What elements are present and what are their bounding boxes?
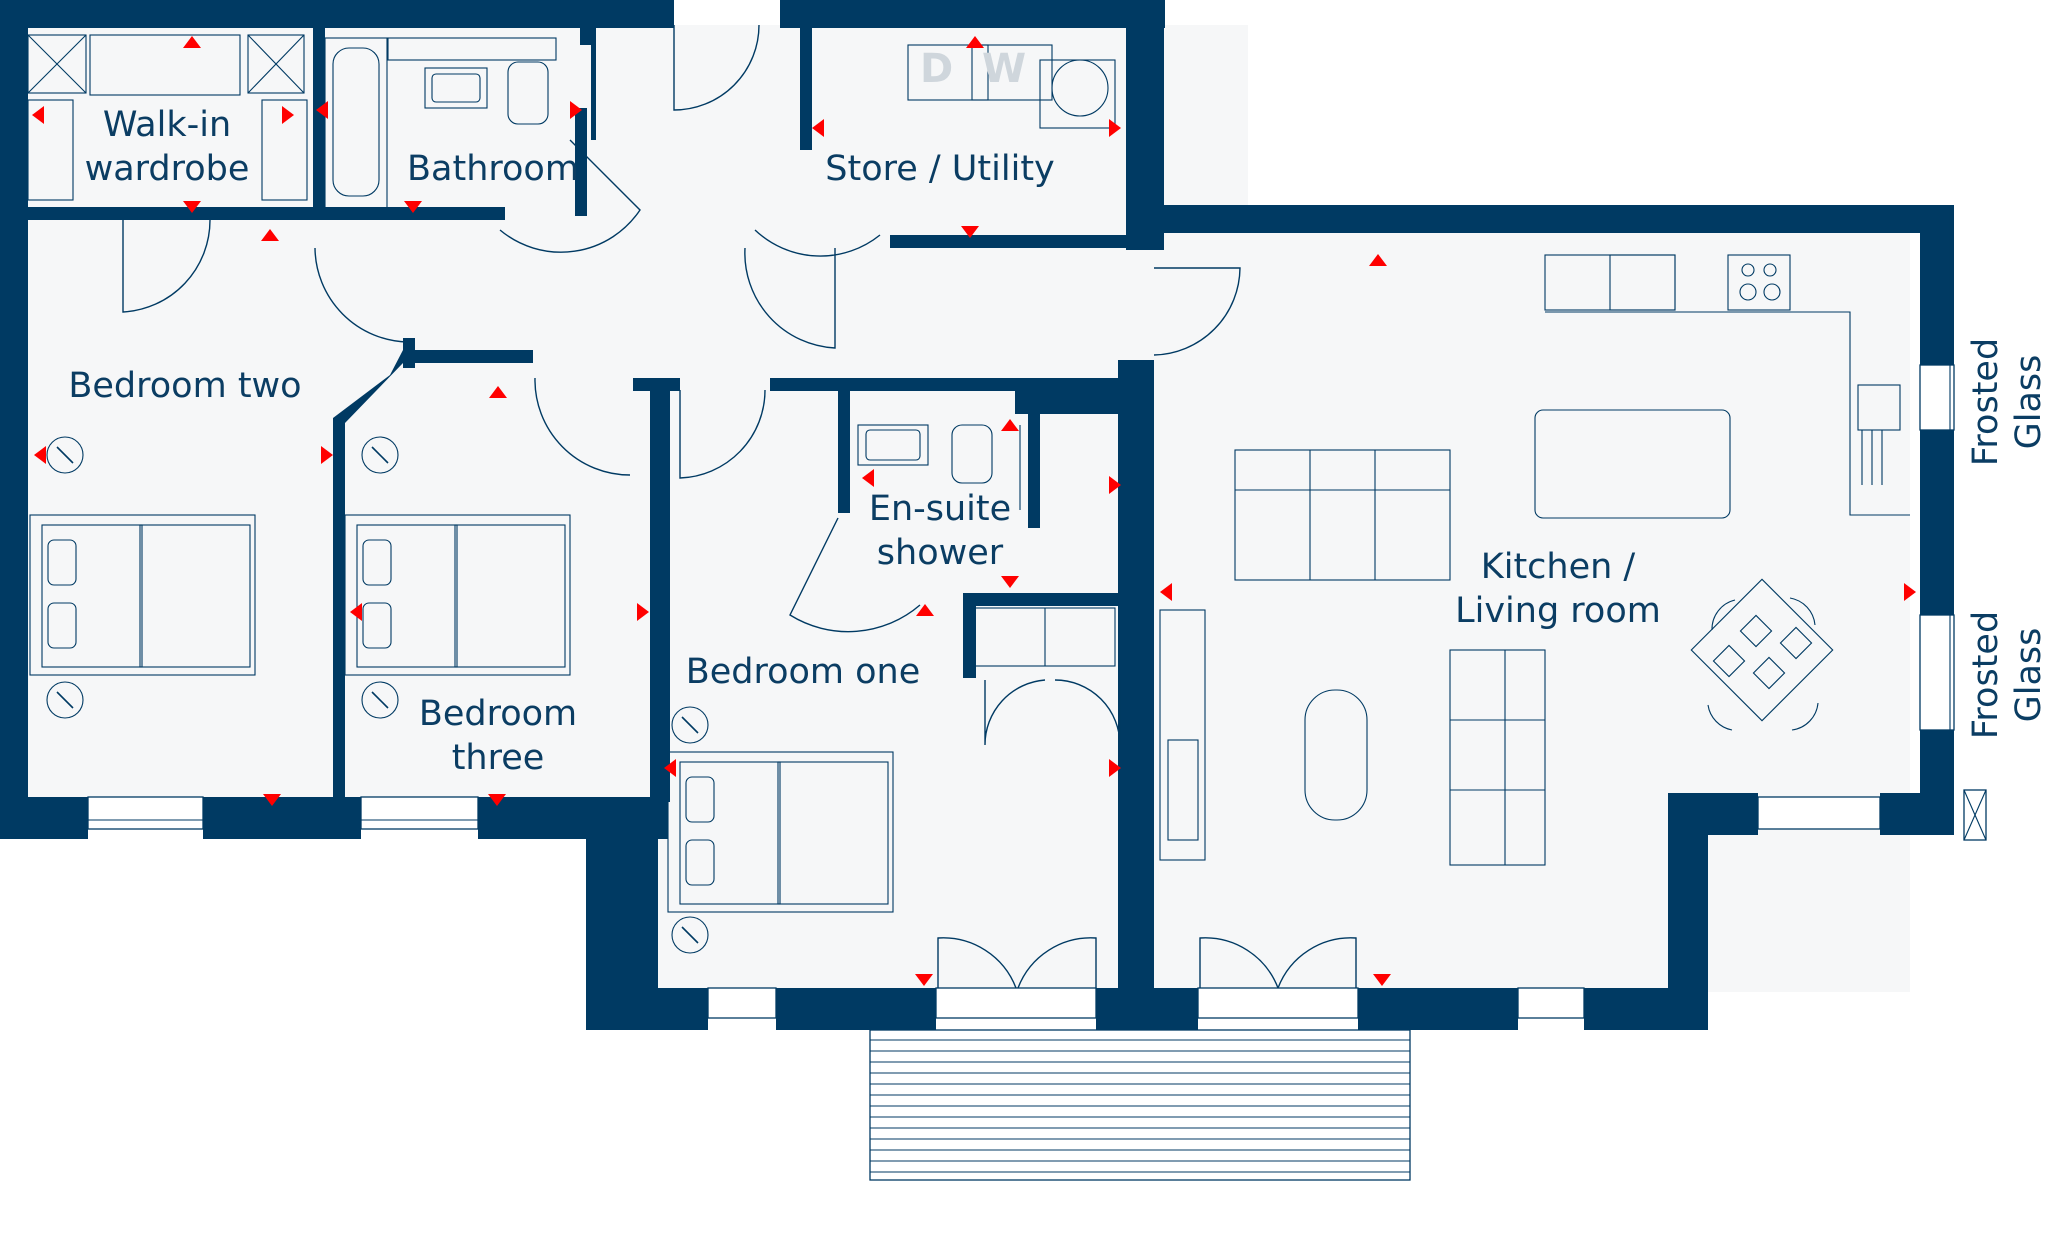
room-label-kitchen-living: Living room — [1455, 591, 1661, 631]
measurement-marker-icon — [1369, 254, 1387, 266]
wall-light-icon — [671, 706, 709, 744]
door-swing-icon — [122, 219, 211, 313]
room-label-bedroom-two: Bedroom two — [68, 366, 301, 406]
window-label-frosted-lower: Glass — [2009, 628, 2048, 723]
double-bed-icon — [29, 514, 256, 676]
door-swing-icon — [744, 247, 836, 349]
measurement-marker-icon — [570, 101, 582, 119]
hob-icon — [1727, 254, 1791, 311]
measurement-marker-icon — [1160, 583, 1172, 601]
door-swing-icon — [789, 517, 921, 633]
bath-icon — [324, 37, 388, 209]
measurement-marker-icon — [282, 106, 294, 124]
measurement-marker-icon — [183, 36, 201, 48]
room-labels: Walk-in wardrobe Bathroom Store / Utilit… — [68, 105, 2048, 778]
beds — [29, 514, 894, 913]
measurement-marker-icon — [1109, 119, 1121, 137]
wall-light-icon — [361, 681, 399, 719]
doors — [122, 24, 1357, 989]
balcony-outline — [869, 1029, 1411, 1181]
kitchen-island-icon — [1534, 409, 1731, 519]
room-label-bedroom-one: Bedroom one — [686, 652, 921, 692]
basin-icon — [857, 424, 929, 466]
measurement-marker-icon — [1373, 974, 1391, 986]
wall-light-icon — [671, 916, 709, 954]
measurement-marker-icon — [34, 446, 46, 464]
room-label-en-suite: shower — [877, 533, 1004, 573]
sofa-icon — [1449, 649, 1546, 866]
measurement-marker-icon — [261, 229, 279, 241]
room-label-store-utility: Store / Utility — [825, 149, 1055, 189]
measurement-marker-icon — [915, 974, 933, 986]
door-swing-icon — [1277, 937, 1357, 989]
measurement-marker-icon — [916, 604, 934, 616]
measurement-marker-icon — [350, 603, 362, 621]
sink-icon — [1857, 384, 1901, 431]
fixtures: D W — [27, 34, 1910, 866]
toilet-icon — [951, 424, 993, 484]
balcony-decking — [869, 1029, 1411, 1181]
measurement-marker-icon — [637, 603, 649, 621]
door-swing-icon — [937, 937, 1017, 989]
wall-lights — [46, 436, 709, 954]
dining-table-icon — [1690, 578, 1834, 731]
door-swing-icon — [1153, 267, 1241, 356]
double-bed-icon — [667, 751, 894, 913]
measurement-marker-icon — [1109, 759, 1121, 777]
door-swing-icon — [679, 389, 766, 479]
measurement-marker-icon — [32, 106, 44, 124]
measurement-markers — [32, 36, 1916, 986]
dishwasher-letter: D — [920, 46, 953, 92]
measurement-marker-icon — [489, 386, 507, 398]
measurement-marker-icon — [812, 119, 824, 137]
door-swing-icon — [499, 139, 641, 253]
walls — [0, 0, 1954, 1030]
measurement-marker-icon — [488, 794, 506, 806]
measurement-marker-icon — [961, 226, 979, 238]
measurement-marker-icon — [1001, 419, 1019, 431]
double-bed-icon — [344, 514, 571, 676]
room-label-bedroom-three: Bedroom — [419, 694, 577, 734]
measurement-marker-icon — [321, 446, 333, 464]
door-swing-icon — [1017, 937, 1097, 989]
door-swing-icon — [1054, 679, 1121, 746]
windows — [87, 205, 1987, 1019]
room-label-bedroom-three: three — [452, 738, 545, 778]
window-label-frosted-upper: Glass — [2009, 355, 2048, 450]
room-label-bathroom: Bathroom — [407, 149, 579, 189]
measurement-marker-icon — [263, 794, 281, 806]
measurement-marker-icon — [1001, 576, 1019, 588]
sofa-icon — [1234, 449, 1451, 581]
measurement-marker-icon — [1109, 476, 1121, 494]
room-label-kitchen-living: Kitchen / — [1481, 547, 1636, 587]
window-label-frosted-upper: Frosted — [1966, 338, 2006, 466]
measurement-marker-icon — [404, 201, 422, 213]
tv-unit-icon — [1159, 609, 1206, 861]
door-swing-icon — [673, 24, 760, 111]
door-swing-icon — [314, 247, 409, 343]
door-swing-icon — [984, 679, 1046, 746]
wall-light-icon — [361, 436, 399, 474]
washer-letter: W — [982, 46, 1026, 92]
measurement-marker-icon — [183, 201, 201, 213]
wall-light-icon — [46, 681, 84, 719]
door-swing-icon — [754, 229, 881, 257]
basin-icon — [424, 67, 488, 109]
room-label-walk-in-wardrobe: Walk-in — [103, 105, 231, 145]
measurement-marker-icon — [862, 469, 874, 487]
toilet-icon — [507, 61, 549, 125]
window-label-frosted-lower: Frosted — [1966, 611, 2006, 739]
door-swing-icon — [1199, 937, 1279, 989]
coffee-table-icon — [1304, 689, 1368, 821]
room-label-en-suite: En-suite — [869, 489, 1011, 529]
room-label-walk-in-wardrobe: wardrobe — [85, 149, 250, 189]
wall-light-icon — [46, 436, 84, 474]
door-swing-icon — [534, 377, 631, 476]
measurement-marker-icon — [664, 759, 676, 777]
measurement-marker-icon — [966, 36, 984, 48]
measurement-marker-icon — [1904, 583, 1916, 601]
measurement-marker-icon — [316, 101, 328, 119]
